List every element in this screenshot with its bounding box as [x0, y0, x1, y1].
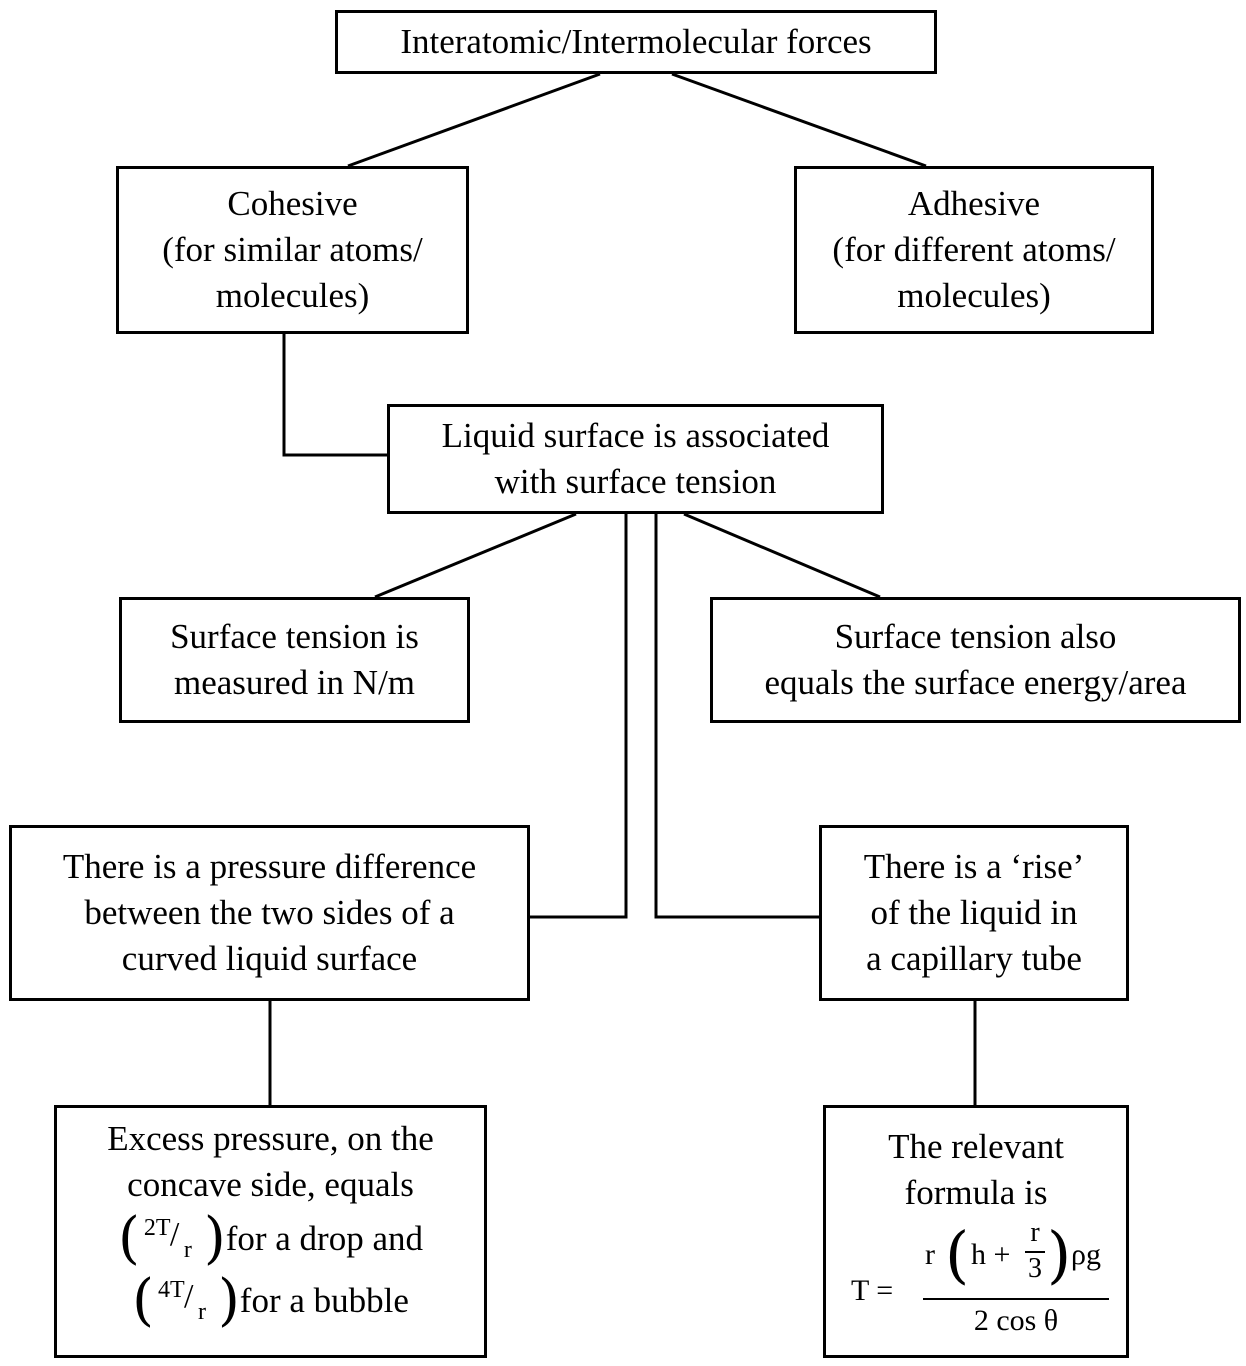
- bubble-suffix: for a bubble: [239, 1281, 409, 1320]
- left-paren: (: [945, 1218, 970, 1291]
- numerator-r: r: [925, 1238, 935, 1271]
- node-line: a capillary tube: [866, 939, 1082, 978]
- node-line: with surface tension: [494, 462, 777, 501]
- node-line: (for similar atoms/: [162, 230, 423, 269]
- drop-expression: ( 2T / r ) for a drop and: [118, 1208, 423, 1270]
- node-line: Liquid surface is associated: [441, 416, 830, 455]
- line-top-to-adhesive: [671, 72, 927, 168]
- formula-numerator: r ( h + r 3 ) ρg: [921, 1218, 1111, 1294]
- node-line: molecules): [215, 276, 370, 315]
- line-liquid-to-rise: [654, 514, 819, 919]
- line-top-to-cohesive: [347, 72, 601, 168]
- bubble-denominator: r: [197, 1299, 206, 1325]
- node-surface-energy: Surface tension also equals the surface …: [710, 597, 1241, 723]
- node-cohesive: Cohesive (for similar atoms/ molecules): [116, 166, 469, 334]
- bubble-expression: ( 4T / r ) for a bubble: [132, 1270, 409, 1332]
- node-interatomic-forces: Interatomic/Intermolecular forces: [335, 10, 937, 74]
- node-line: of the liquid in: [870, 893, 1078, 932]
- numerator-rho-g: ρg: [1071, 1238, 1101, 1271]
- node-line: (for different atoms/: [832, 230, 1116, 269]
- inner-fraction-numerator: r: [1030, 1217, 1040, 1248]
- drop-suffix: for a drop and: [225, 1219, 423, 1258]
- node-line: formula is: [904, 1173, 1048, 1212]
- node-line: The relevant: [888, 1127, 1064, 1166]
- node-text: Interatomic/Intermolecular forces: [400, 22, 872, 61]
- numerator-h-plus: h +: [971, 1238, 1011, 1271]
- drop-denominator: r: [183, 1237, 192, 1263]
- right-paren: ): [217, 1268, 240, 1333]
- node-line: concave side, equals: [127, 1165, 414, 1204]
- bubble-fraction: 4T / r: [154, 1276, 218, 1326]
- node-line: between the two sides of a: [84, 893, 455, 932]
- node-line: Surface tension is: [170, 617, 419, 656]
- left-paren: (: [132, 1268, 154, 1333]
- inner-fraction-denominator: 3: [1028, 1253, 1042, 1284]
- right-paren: ): [203, 1206, 226, 1271]
- node-line: Excess pressure, on the: [107, 1119, 434, 1158]
- line-liquid-to-units: [374, 512, 577, 599]
- node-pressure-difference: There is a pressure difference between t…: [9, 825, 530, 1001]
- node-excess-pressure: Excess pressure, on the concave side, eq…: [54, 1105, 487, 1358]
- node-line: equals the surface energy/area: [764, 663, 1187, 702]
- line-liquid-to-energy: [683, 512, 881, 599]
- node-line: curved liquid surface: [121, 939, 418, 978]
- node-line: measured in N/m: [173, 663, 416, 702]
- node-capillary-rise: There is a ‘rise’ of the liquid in a cap…: [819, 825, 1129, 1001]
- bubble-numerator: 4T: [157, 1277, 185, 1303]
- capillary-formula: T = r ( h + r 3 ) ρg 2 cos θ: [831, 1218, 1121, 1348]
- node-line: There is a pressure difference: [62, 847, 477, 886]
- node-relevant-formula: The relevant formula is T = r ( h + r 3 …: [823, 1105, 1129, 1358]
- node-line: molecules): [897, 276, 1051, 315]
- left-paren: (: [117, 1206, 140, 1271]
- drop-numerator: 2T: [143, 1215, 171, 1241]
- inner-fraction-bar: [1025, 1251, 1045, 1253]
- node-line: There is a ‘rise’: [863, 847, 1085, 886]
- formula-fraction-bar: [923, 1298, 1109, 1300]
- node-liquid-surface: Liquid surface is associated with surfac…: [387, 404, 884, 514]
- formula-lhs: T =: [851, 1274, 894, 1307]
- fraction-slash: /: [169, 1216, 180, 1253]
- right-paren: ): [1047, 1218, 1072, 1291]
- node-line: Cohesive: [227, 184, 358, 223]
- fraction-slash: /: [183, 1278, 194, 1315]
- drop-fraction: 2T / r: [140, 1214, 204, 1264]
- node-line: Surface tension also: [834, 617, 1117, 656]
- line-cohesive-to-liquid: [282, 334, 387, 457]
- formula-denominator: 2 cos θ: [973, 1304, 1059, 1337]
- line-liquid-to-pressure: [530, 514, 628, 919]
- node-adhesive: Adhesive (for different atoms/ molecules…: [794, 166, 1154, 334]
- node-surface-tension-units: Surface tension is measured in N/m: [119, 597, 470, 723]
- node-line: Adhesive: [907, 184, 1041, 223]
